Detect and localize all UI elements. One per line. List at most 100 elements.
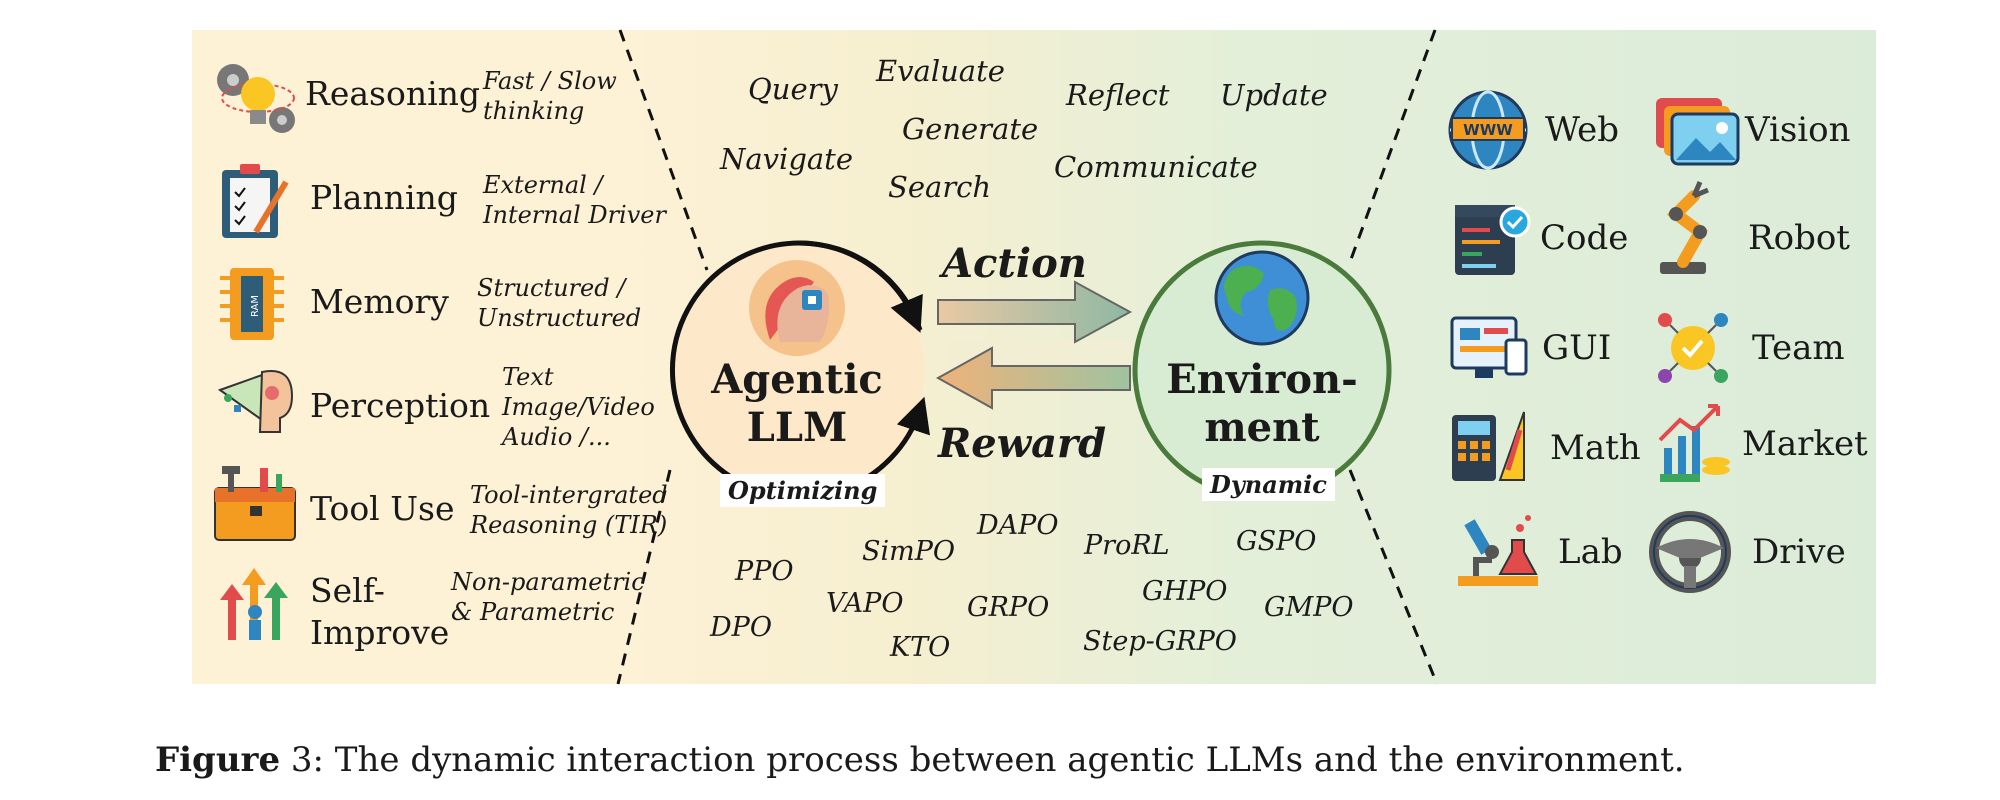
desc-line: External /	[483, 171, 603, 199]
left-separator-upper	[618, 29, 709, 271]
env-label-vision: Vision	[1745, 110, 1851, 150]
capability-desc-tool-use: Tool-intergrated Reasoning (TIR)	[470, 480, 668, 540]
env-label-web: Web	[1545, 110, 1620, 150]
action-word-query: Query	[748, 72, 838, 106]
market-chart-icon	[1658, 404, 1730, 482]
capability-label-perception: Perception	[310, 386, 491, 425]
algorithm-dapo: DAPO	[977, 510, 1059, 541]
agent-circle-arrow-top	[796, 240, 923, 333]
capability-label-tool-use: Tool Use	[310, 489, 455, 528]
algorithm-grpo: GRPO	[967, 592, 1050, 623]
env-label-robot: Robot	[1748, 218, 1850, 258]
env-label-math: Math	[1550, 428, 1641, 468]
capability-desc-reasoning: Fast / Slow thinking	[483, 66, 617, 126]
algorithm-kto: KTO	[890, 632, 951, 663]
right-separator-lower	[1348, 469, 1439, 685]
label-line: Self-	[310, 571, 385, 610]
capability-desc-planning: External / Internal Driver	[483, 170, 666, 230]
env-label-gui: GUI	[1542, 328, 1612, 368]
capability-desc-self-improve: Non-parametric & Parametric	[451, 567, 645, 627]
desc-line: thinking	[483, 97, 585, 125]
svg-text:WWW: WWW	[1463, 121, 1513, 139]
web-globe-icon: WWW	[1448, 90, 1528, 170]
algorithm-ppo: PPO	[735, 556, 794, 587]
capability-label-memory: Memory	[310, 282, 449, 321]
caption-label: Figure	[155, 740, 281, 780]
action-word-evaluate: Evaluate	[876, 54, 1005, 88]
caption-number: 3	[290, 740, 313, 780]
right-separator-upper	[1348, 29, 1437, 263]
agent-title-line: LLM	[746, 404, 848, 451]
action-word-generate: Generate	[902, 112, 1039, 146]
code-editor-icon	[1455, 205, 1531, 275]
steering-wheel-icon	[1649, 511, 1731, 593]
team-network-icon	[1658, 313, 1728, 383]
robot-arm-icon	[1660, 181, 1709, 274]
agent-title-line: Agentic	[711, 356, 883, 403]
caption-text: : The dynamic interaction process betwee…	[312, 740, 1685, 780]
agent-title: Agentic LLM	[697, 356, 897, 452]
action-word-navigate: Navigate	[720, 142, 853, 176]
ai-head-icon	[749, 260, 845, 356]
capability-label-planning: Planning	[310, 178, 458, 217]
clipboard-checklist-icon	[222, 164, 289, 238]
head-perception-icon	[217, 370, 294, 433]
left-separator-lower	[616, 469, 672, 685]
env-title-line: ment	[1204, 404, 1320, 451]
agent-circle-fill	[670, 243, 924, 497]
desc-line: & Parametric	[451, 598, 615, 626]
algorithm-prorl: ProRL	[1084, 530, 1170, 561]
env-label-team: Team	[1752, 328, 1845, 368]
desc-line: Unstructured	[477, 304, 642, 332]
reward-arrow	[935, 346, 1131, 410]
ram-chip-icon: RAM	[220, 268, 284, 340]
desc-line: Structured /	[477, 274, 626, 302]
desc-line: Reasoning (TIR)	[470, 511, 668, 539]
desc-line: Image/Video	[502, 393, 655, 421]
label-line: Improve	[310, 613, 450, 652]
desc-line: Fast / Slow	[483, 67, 617, 95]
algorithm-gspo: GSPO	[1236, 526, 1317, 557]
capability-label-self-improve: Self- Improve	[310, 570, 449, 654]
env-tag: Dynamic	[1202, 468, 1335, 501]
growth-arrows-icon	[220, 568, 288, 640]
action-word-search: Search	[888, 170, 992, 204]
algorithm-step-grpo: Step-GRPO	[1083, 626, 1237, 657]
desc-line: Internal Driver	[483, 201, 666, 229]
env-label-code: Code	[1540, 218, 1629, 258]
env-title: Environ- ment	[1162, 356, 1362, 452]
capability-label-reasoning: Reasoning	[305, 74, 481, 113]
env-label-lab: Lab	[1558, 532, 1623, 572]
env-label-market: Market	[1742, 424, 1868, 464]
desc-line: Non-parametric	[451, 568, 645, 596]
action-word-update: Update	[1220, 78, 1328, 112]
algorithm-ghpo: GHPO	[1142, 576, 1228, 607]
algorithm-gmpo: GMPO	[1264, 592, 1354, 623]
capability-desc-perception: Text Image/Video Audio /...	[502, 362, 655, 452]
figure-caption: Figure 3: The dynamic interaction proces…	[155, 740, 1685, 780]
image-gallery-icon	[1656, 98, 1740, 166]
globe-icon	[1214, 250, 1310, 346]
algorithm-vapo: VAPO	[826, 588, 904, 619]
algorithm-simpo: SimPO	[862, 536, 956, 567]
action-arrow	[937, 280, 1133, 344]
desc-line: Tool-intergrated	[470, 481, 668, 509]
calculator-ruler-icon	[1452, 411, 1525, 481]
toolbox-icon	[214, 466, 296, 541]
capability-desc-memory: Structured / Unstructured	[477, 273, 641, 333]
svg-text:RAM: RAM	[250, 295, 261, 317]
gears-lightbulb-icon	[217, 64, 295, 133]
desc-line: Audio /...	[502, 423, 611, 451]
env-title-line: Environ-	[1166, 356, 1358, 403]
action-word-reflect: Reflect	[1066, 78, 1170, 112]
agent-tag: Optimizing	[720, 474, 886, 507]
action-arrow-label: Action	[942, 240, 1087, 287]
action-word-communicate: Communicate	[1054, 150, 1258, 184]
gui-screens-icon	[1450, 316, 1528, 378]
desc-line: Text	[502, 363, 554, 391]
env-label-drive: Drive	[1752, 532, 1846, 572]
microscope-flask-icon	[1458, 515, 1538, 586]
algorithm-dpo: DPO	[710, 612, 772, 643]
reward-arrow-label: Reward	[938, 420, 1107, 467]
